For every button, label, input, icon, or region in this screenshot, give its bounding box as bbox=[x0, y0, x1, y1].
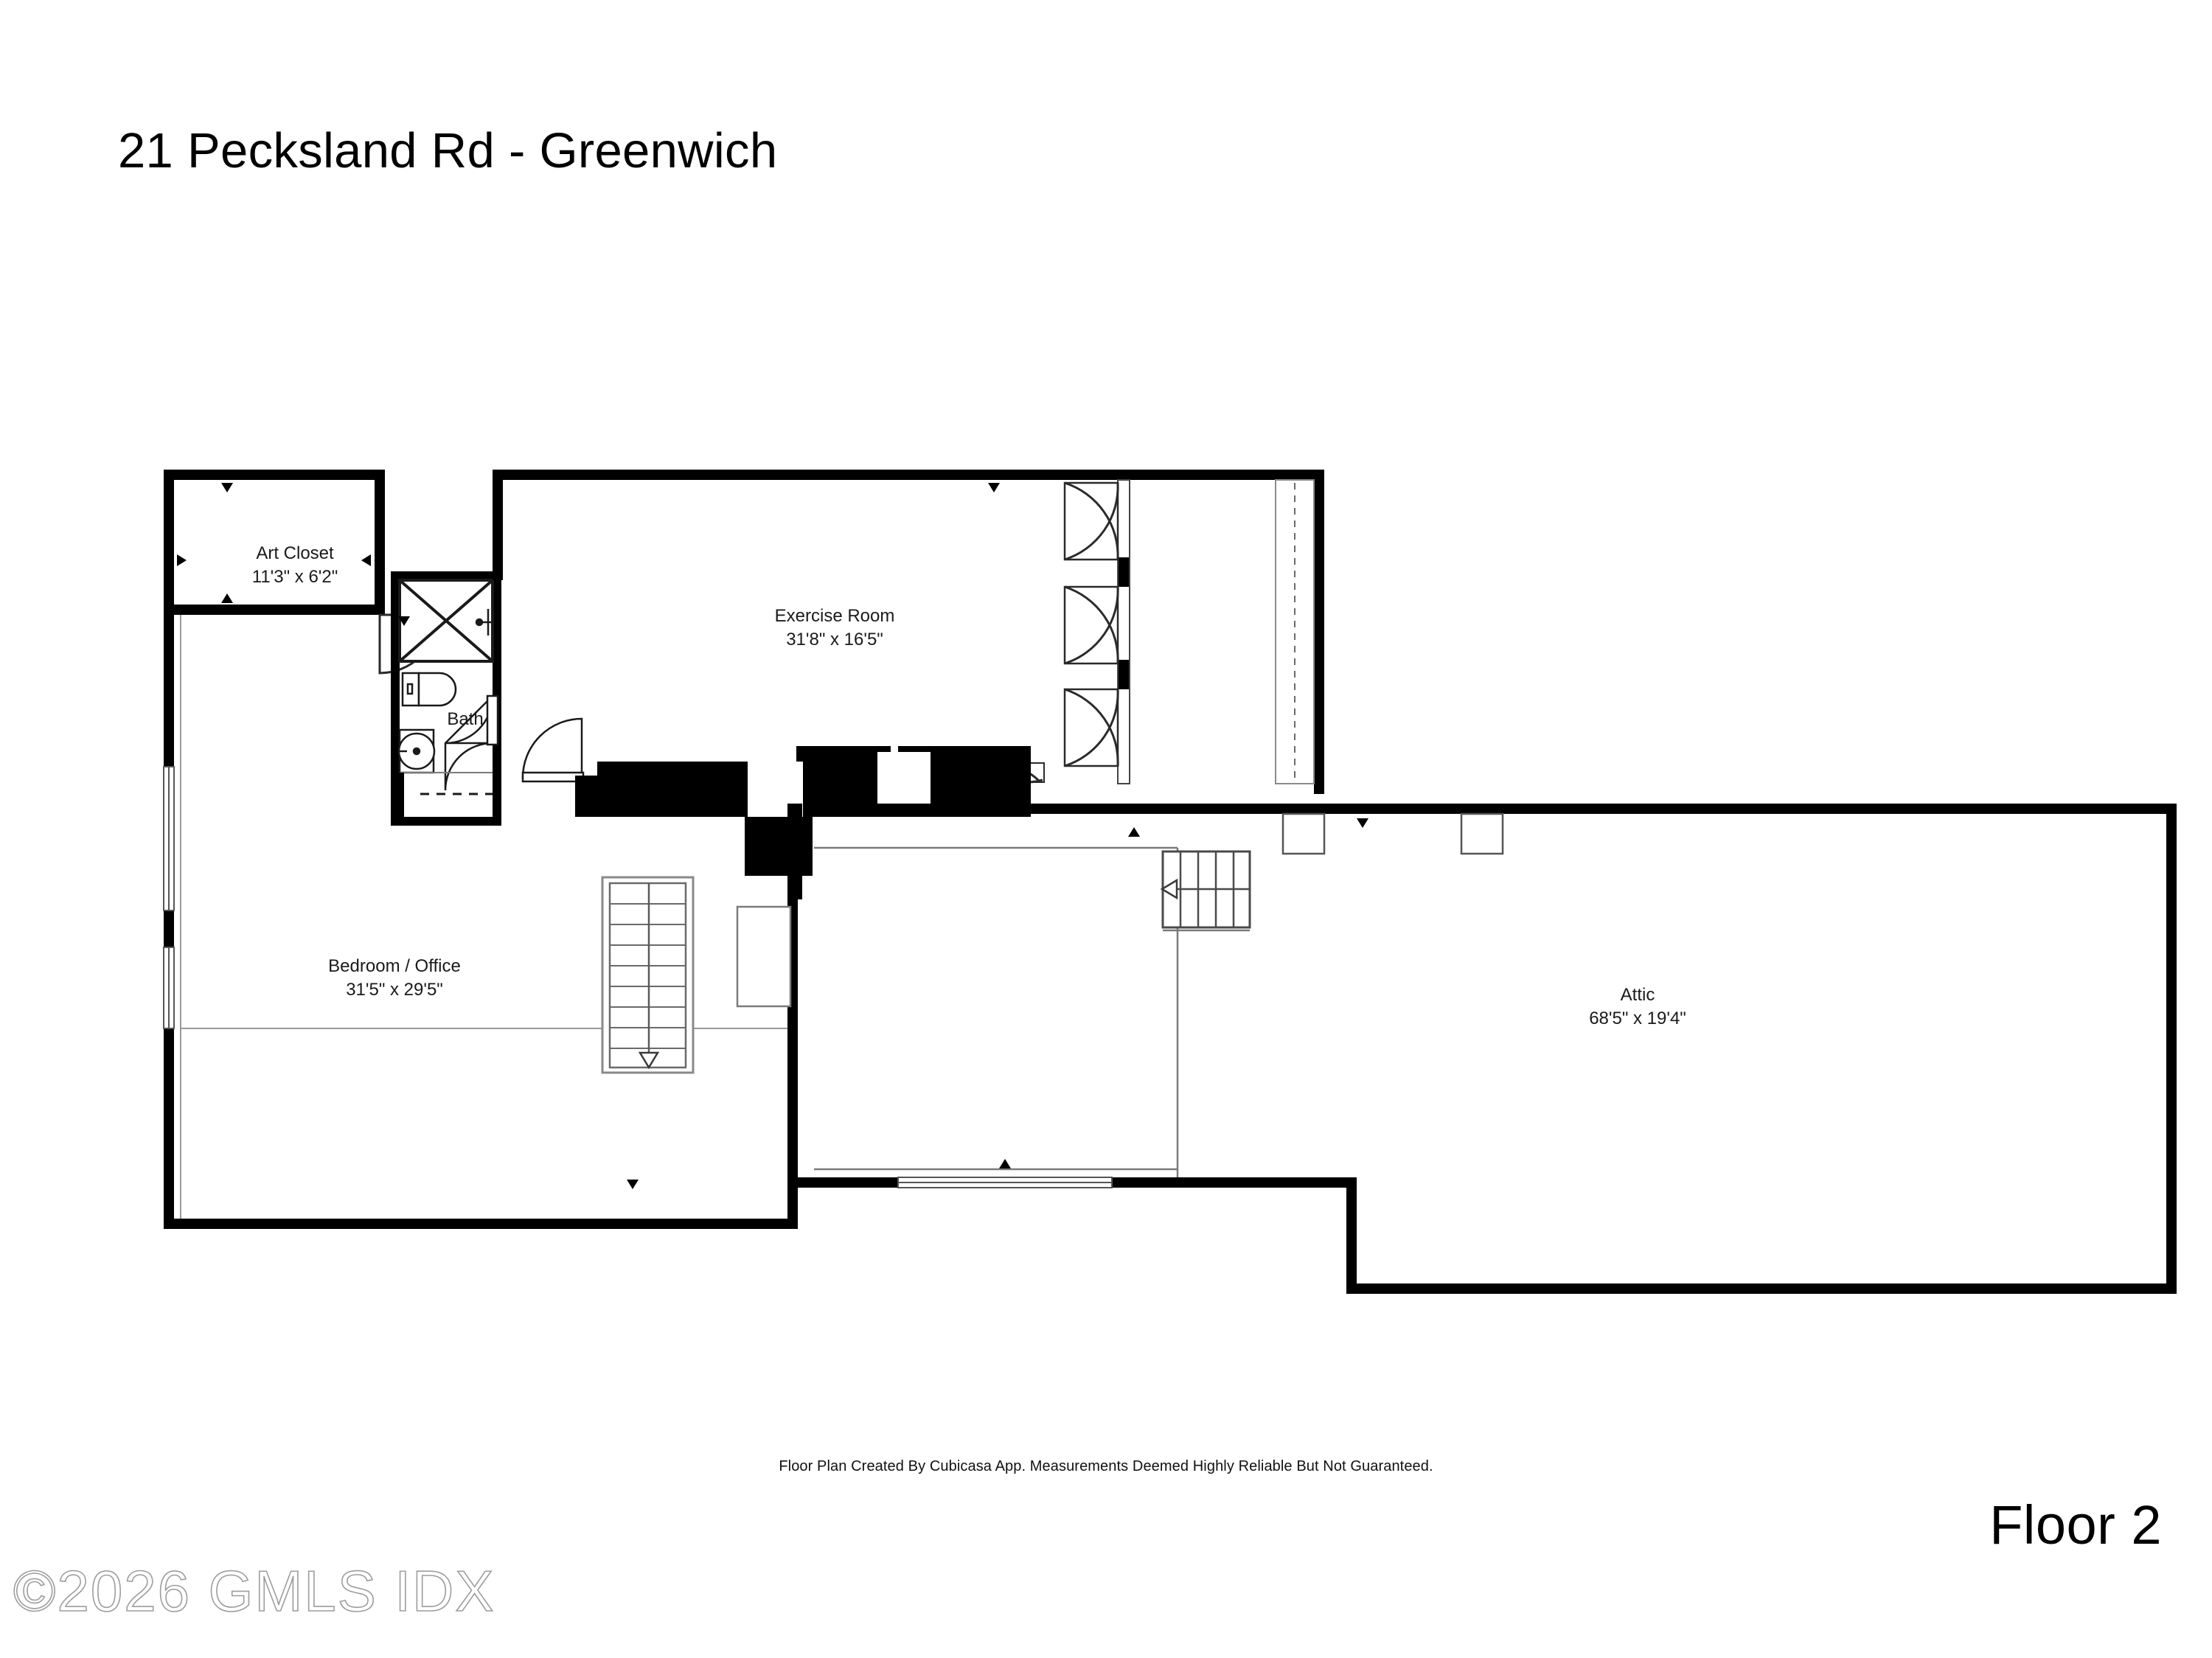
room-name-art-closet: Art Closet bbox=[256, 543, 334, 563]
wall-attic-top bbox=[804, 804, 2177, 814]
exercise-right-strip bbox=[1275, 479, 1315, 784]
closet-doors-group-1 bbox=[1063, 481, 1119, 561]
room-label-attic: Attic 68'5" x 19'4" bbox=[1589, 985, 1686, 1028]
room-label-bath: Bath bbox=[447, 709, 483, 729]
wall-art-closet-top bbox=[164, 470, 385, 480]
stairs-main bbox=[601, 876, 695, 1074]
room-name-attic: Attic bbox=[1621, 985, 1655, 1005]
room-label-bedroom-office: Bedroom / Office 31'5" x 29'5" bbox=[328, 956, 461, 1000]
window-bedroom-left bbox=[163, 766, 175, 911]
window-attic-bottom bbox=[897, 1177, 1113, 1188]
floor-label: Floor 2 bbox=[1989, 1494, 2162, 1556]
alcove-wall-stub bbox=[391, 773, 404, 817]
room-dims-attic: 68'5" x 19'4" bbox=[1589, 1009, 1686, 1028]
attic-dormer-2 bbox=[1460, 812, 1504, 855]
page-title: 21 Pecksland Rd - Greenwich bbox=[118, 123, 778, 178]
dimension-markers bbox=[177, 483, 1368, 1189]
wall-group-exercise-room bbox=[493, 470, 1324, 794]
bedroom-closet-box bbox=[736, 905, 792, 1008]
closet-doors-group-2 bbox=[1063, 585, 1119, 665]
room-dims-art-closet: 11'3" x 6'2" bbox=[252, 567, 338, 587]
wall-bath-bottom bbox=[391, 817, 501, 826]
room-dims-bedroom-office: 31'5" x 29'5" bbox=[346, 980, 443, 1000]
wall-exercise-top bbox=[493, 470, 1324, 480]
room-dims-exercise-room: 31'8" x 16'5" bbox=[786, 630, 883, 649]
copyright-watermark: ©2026 GMLS IDX bbox=[13, 1558, 495, 1624]
stairs-attic bbox=[1160, 850, 1251, 932]
wall-art-closet-right bbox=[375, 470, 385, 610]
wall-mass-band-b bbox=[575, 776, 605, 817]
wall-art-closet-bottom bbox=[164, 605, 385, 615]
closet-wall-exercise bbox=[1117, 479, 1130, 784]
room-fills bbox=[166, 472, 2175, 1290]
room-name-exercise-room: Exercise Room bbox=[775, 606, 895, 626]
wall-mass-band-c bbox=[745, 817, 813, 876]
wall-attic-right bbox=[2166, 804, 2177, 1294]
bath-door-leaf bbox=[486, 694, 499, 746]
wall-gap-2 bbox=[877, 752, 931, 805]
wall-bath-top bbox=[391, 571, 501, 580]
wall-exercise-right-outer bbox=[1314, 470, 1324, 794]
room-label-art-closet: Art Closet 11'3" x 6'2" bbox=[252, 543, 338, 587]
wall-attic-notch-vertical bbox=[1346, 1177, 1357, 1294]
wall-pier-vertical bbox=[787, 804, 802, 899]
room-name-bedroom-office: Bedroom / Office bbox=[328, 956, 461, 976]
wall-bedroom-bottom bbox=[164, 1219, 798, 1229]
wall-group-left-block bbox=[164, 470, 798, 1229]
closet-doors-group-3 bbox=[1063, 688, 1119, 767]
sink-fixture bbox=[397, 728, 436, 774]
wall-attic-bottom-right bbox=[1346, 1283, 2177, 1294]
wall-exercise-left bbox=[493, 470, 503, 580]
attic-dormer-1 bbox=[1281, 812, 1326, 855]
wall-bath-left bbox=[391, 571, 400, 826]
footer-disclaimer: Floor Plan Created By Cubicasa App. Meas… bbox=[779, 1458, 1433, 1474]
window-bedroom-left-lower bbox=[163, 947, 175, 1029]
room-label-exercise-room: Exercise Room 31'8" x 16'5" bbox=[775, 606, 895, 649]
shower-head-icon bbox=[475, 609, 491, 635]
room-name-bath: Bath bbox=[447, 709, 483, 729]
toilet-fixture bbox=[401, 672, 457, 707]
hall-door-leaf bbox=[521, 771, 585, 783]
door-hall bbox=[521, 717, 583, 779]
